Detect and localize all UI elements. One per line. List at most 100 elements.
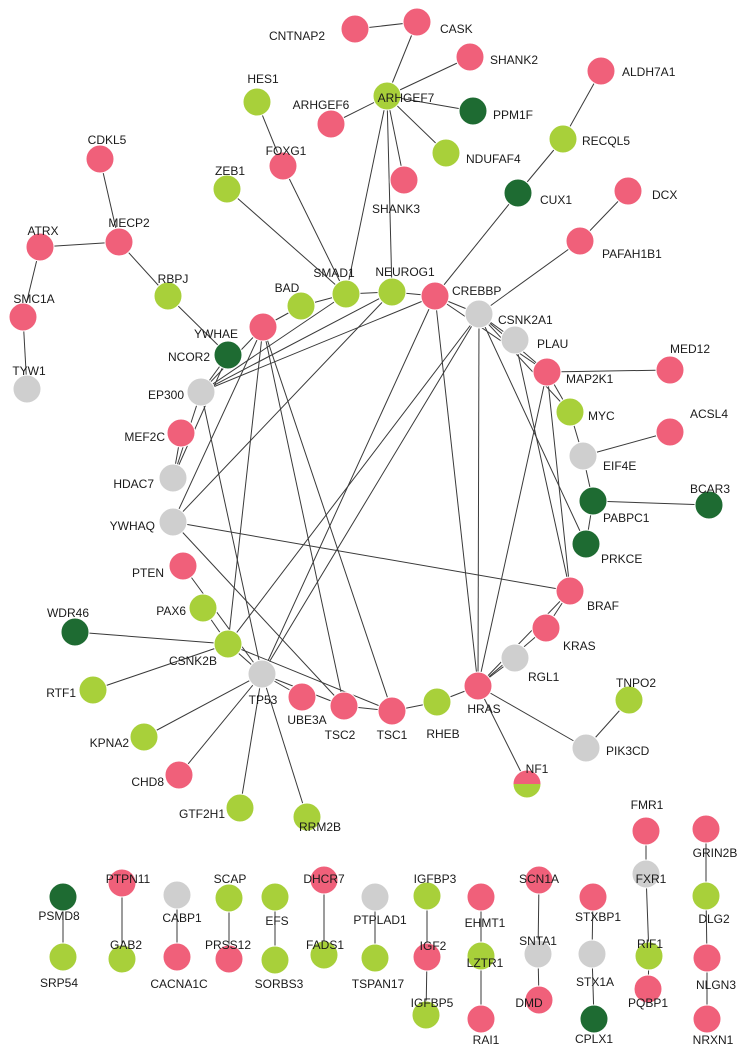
node-smad1[interactable]: SMAD1	[313, 266, 361, 309]
node-nlgn3[interactable]: NLGN3	[692, 943, 736, 992]
node-tsc2[interactable]: TSC2	[325, 691, 359, 742]
node-kpna2[interactable]: KPNA2	[90, 722, 159, 752]
node-recql5[interactable]: RECQL5	[548, 124, 630, 154]
node-chd8-circle[interactable]	[164, 760, 194, 790]
node-prkce-circle[interactable]	[571, 529, 601, 559]
node-fads1-circle[interactable]	[309, 940, 339, 970]
node-dlg2-circle[interactable]	[691, 881, 721, 911]
node-rgl1[interactable]: RGL1	[500, 643, 560, 684]
node-rheb[interactable]: RHEB	[422, 687, 460, 741]
node-braf[interactable]: BRAF	[555, 576, 619, 613]
node-efs-circle[interactable]	[260, 882, 290, 912]
node-igfbp5[interactable]: IGFBP5	[411, 996, 454, 1030]
node-shank2[interactable]: SHANK2	[455, 42, 538, 72]
node-cux1[interactable]: CUX1	[503, 178, 572, 208]
node-psmd8-circle[interactable]	[48, 882, 78, 912]
node-dcx-circle[interactable]	[613, 176, 643, 206]
node-zeb1-circle[interactable]	[212, 174, 242, 204]
node-shank3-circle[interactable]	[389, 165, 419, 195]
node-myc[interactable]: MYC	[555, 397, 615, 427]
node-bcar3[interactable]: BCAR3	[690, 482, 730, 520]
node-acsl4[interactable]: ACSL4	[655, 407, 728, 447]
node-kpna2-circle[interactable]	[129, 722, 159, 752]
node-ppm1f-circle[interactable]	[458, 96, 488, 126]
node-igf2-circle[interactable]	[412, 942, 442, 972]
node-cacna1c[interactable]: CACNA1C	[150, 942, 208, 991]
node-rtf1-circle[interactable]	[78, 675, 108, 705]
node-pafah1b1[interactable]: PAFAH1B1	[565, 226, 662, 261]
node-foxg1-circle[interactable]	[268, 151, 298, 181]
node-plau-circle[interactable]	[500, 325, 530, 355]
node-stx1a[interactable]: STX1A	[576, 939, 614, 989]
node-rrm2b-circle[interactable]	[292, 802, 322, 832]
node-pik3cd[interactable]: PIK3CD	[571, 733, 650, 763]
node-pik3cd-circle[interactable]	[571, 733, 601, 763]
node-stxbp1[interactable]: STXBP1	[575, 882, 621, 924]
node-ywhae-circle[interactable]	[248, 312, 278, 342]
node-tyw1[interactable]: TYW1	[12, 364, 46, 404]
node-braf-circle[interactable]	[555, 576, 585, 606]
node-cabp1[interactable]: CABP1	[162, 880, 202, 925]
node-tnpo2[interactable]: TNPO2	[614, 676, 656, 715]
node-atrx[interactable]: ATRX	[25, 224, 59, 262]
node-crebbp-circle[interactable]	[420, 281, 450, 311]
node-hras-circle[interactable]	[463, 671, 493, 701]
node-hdac7[interactable]: HDAC7	[113, 463, 188, 493]
node-nrxn1[interactable]: NRXN1	[692, 1004, 734, 1047]
node-srp54[interactable]: SRP54	[40, 942, 78, 990]
node-ywhaq[interactable]: YWHAQ	[110, 507, 188, 537]
node-nrxn1-circle[interactable]	[692, 1004, 722, 1034]
node-cdkl5-circle[interactable]	[85, 144, 115, 174]
node-sorbs3-circle[interactable]	[260, 945, 290, 975]
node-rtf1[interactable]: RTF1	[46, 675, 108, 705]
node-ppm1f[interactable]: PPM1F	[458, 96, 533, 126]
node-tsc1-circle[interactable]	[377, 696, 407, 726]
node-ndufaf4[interactable]: NDUFAF4	[431, 138, 521, 168]
node-pabpc1-circle[interactable]	[578, 486, 608, 516]
node-cdkl5[interactable]: CDKL5	[85, 133, 127, 174]
node-csnk2a1[interactable]: CSNK2A1	[464, 299, 553, 329]
node-ncor2[interactable]: NCOR2	[168, 340, 243, 370]
node-ywhae[interactable]: YWHAE	[194, 312, 278, 342]
node-rheb-circle[interactable]	[422, 687, 452, 717]
node-arhgef7-circle[interactable]	[372, 81, 402, 111]
node-prss12-circle[interactable]	[214, 944, 244, 974]
node-plau[interactable]: PLAU	[500, 325, 568, 355]
node-grin2b[interactable]: GRIN2B	[691, 814, 737, 860]
node-map2k1-circle[interactable]	[532, 357, 562, 387]
node-stxbp1-circle[interactable]	[578, 882, 608, 912]
node-pqbp1-circle[interactable]	[633, 974, 663, 1004]
node-bcar3-circle[interactable]	[694, 490, 724, 520]
node-ube3a-circle[interactable]	[287, 682, 317, 712]
node-csnk2b-circle[interactable]	[213, 629, 243, 659]
node-tnpo2-circle[interactable]	[614, 685, 644, 715]
node-dcx[interactable]: DCX	[613, 176, 677, 206]
node-wdr46[interactable]: WDR46	[47, 606, 90, 647]
node-wdr46-circle[interactable]	[60, 617, 90, 647]
node-cask-circle[interactable]	[402, 7, 432, 37]
node-tsc1[interactable]: TSC1	[377, 696, 408, 742]
node-hdac7-circle[interactable]	[158, 463, 188, 493]
node-shank2-circle[interactable]	[455, 42, 485, 72]
node-fmr1[interactable]: FMR1	[631, 798, 664, 846]
node-myc-circle[interactable]	[555, 397, 585, 427]
node-rbpj[interactable]: RBPJ	[153, 272, 188, 311]
node-efs[interactable]: EFS	[260, 882, 290, 928]
node-dmd[interactable]: DMD	[515, 985, 554, 1015]
node-igfbp5-circle[interactable]	[411, 1000, 441, 1030]
node-gab2[interactable]: GAB2	[107, 938, 142, 974]
node-mef2c-circle[interactable]	[166, 418, 196, 448]
node-med12-circle[interactable]	[655, 355, 685, 385]
node-snta1-circle[interactable]	[523, 939, 553, 969]
node-cask[interactable]: CASK	[402, 7, 473, 37]
node-acsl4-circle[interactable]	[655, 417, 685, 447]
node-hes1[interactable]: HES1	[242, 72, 279, 117]
node-ep300-circle[interactable]	[186, 377, 216, 407]
node-grin2b-circle[interactable]	[691, 814, 721, 844]
node-shank3[interactable]: SHANK3	[372, 165, 420, 216]
node-tspan17[interactable]: TSPAN17	[352, 943, 405, 991]
node-foxg1[interactable]: FOXG1	[266, 144, 307, 181]
node-fads1[interactable]: FADS1	[306, 938, 344, 970]
node-arhgef6-circle[interactable]	[316, 109, 346, 139]
node-lztr1[interactable]: LZTR1	[466, 941, 504, 971]
